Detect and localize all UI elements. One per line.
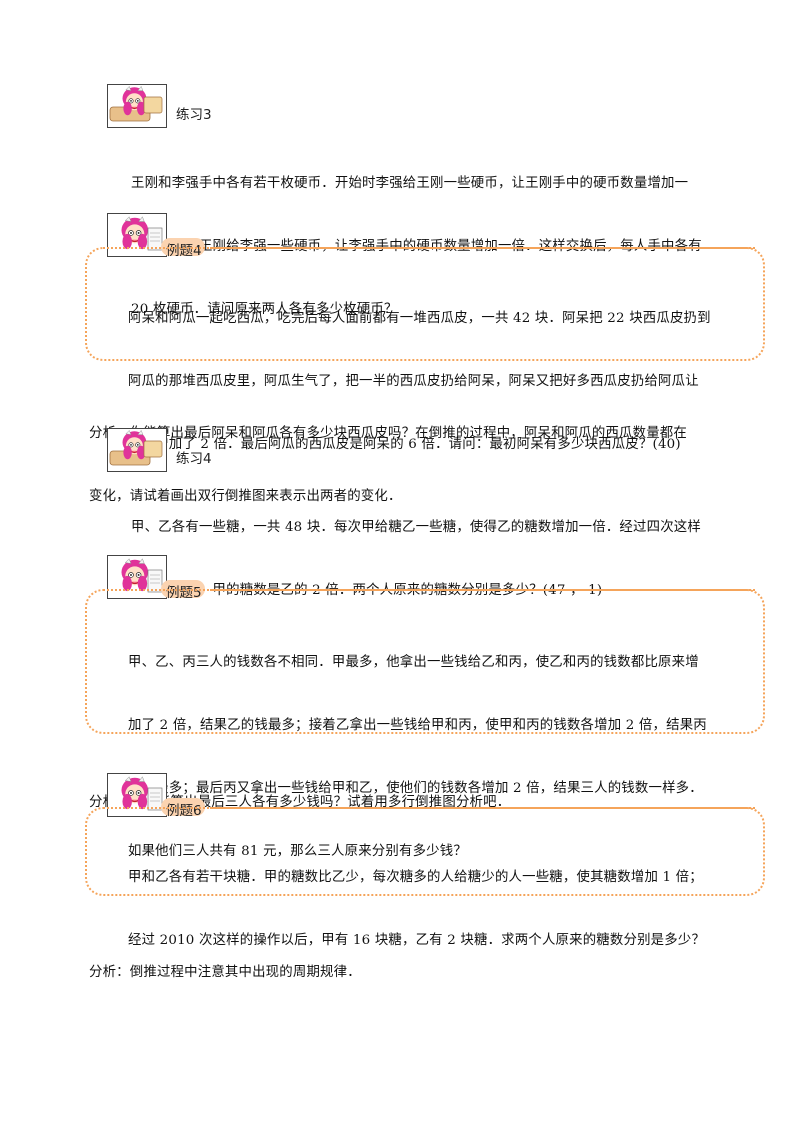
example-5-text: 甲、乙、丙三人的钱数各不相同．甲最多，他拿出一些钱给乙和丙，使乙和丙的钱数都比原…	[128, 610, 707, 883]
girl-with-paper-icon	[107, 773, 167, 817]
practice-3-line: 20 枚硬币．请问原来两人各有多少枚硬币？	[131, 302, 398, 317]
practice-3-line: 王刚和李强手中各有若干枚硬币．开始时李强给王刚一些硬币，让王刚手中的硬币数量增加…	[131, 176, 689, 191]
example-4-line: 阿瓜的那堆西瓜皮里，阿瓜生气了，把一半的西瓜皮扔给阿呆，阿呆又把好多西瓜皮扔给阿…	[128, 374, 699, 389]
example-6-text: 甲和乙各有若干块糖．甲的糖数比乙少，每次糖多的人给糖少的人一些糖，使其糖数增加 …	[128, 825, 705, 972]
example-6-analysis: 分析：倒推过程中注意其中出现的周期规律．	[89, 920, 361, 1004]
example-5-line: 如果他们三人共有 81 元，那么三人原来分别有多少钱？	[128, 844, 467, 859]
girl-with-scroll-icon	[107, 428, 167, 472]
example-4-line: 阿瓜增加了 2 倍．最后阿瓜的西瓜皮是阿呆的 6 倍．请问：最初阿呆有多少块西瓜…	[128, 437, 681, 452]
example-6-line: 甲和乙各有若干块糖．甲的糖数比乙少，每次糖多的人给糖少的人一些糖，使其糖数增加 …	[128, 870, 703, 885]
girl-with-paper-icon	[107, 213, 167, 257]
practice-4-line: 甲、乙各有一些糖，一共 48 块．每次甲给糖乙一些糖，使得乙的糖数增加一倍．经过…	[131, 520, 701, 535]
analysis-line: 分析：你能算出最后阿呆和阿瓜各有多少块西瓜皮吗？在倒推的过程中，阿呆和阿瓜的西瓜…	[89, 426, 687, 441]
girl-with-scroll-icon	[107, 84, 167, 128]
example-6-line: 经过 2010 次这样的操作以后，甲有 16 块糖，乙有 2 块糖．求两个人原来…	[128, 933, 706, 948]
girl-with-paper-icon	[107, 555, 167, 599]
example-4-line: 阿呆和阿瓜一起吃西瓜，吃完后每人面前都有一堆西瓜皮，一共 42 块．阿呆把 22…	[128, 311, 711, 326]
practice-4-label: 练习4	[176, 451, 212, 467]
example-5-box	[85, 589, 765, 734]
example-6-box	[85, 807, 765, 896]
example-5-line: 加了 2 倍，结果乙的钱最多；接着乙拿出一些钱给甲和丙，使甲和丙的钱数各增加 2…	[128, 718, 707, 733]
analysis-line: 分析：倒推过程中注意其中出现的周期规律．	[89, 965, 361, 980]
example-4-text: 阿呆和阿瓜一起吃西瓜，吃完后每人面前都有一堆西瓜皮，一共 42 块．阿呆把 22…	[128, 266, 711, 476]
practice-3-line: 倍；然后，王刚给李强一些硬币，让李强手中的硬币数量增加一倍．这样交换后，每人手中…	[131, 239, 702, 254]
example-5-line: 的钱最多；最后丙又拿出一些钱给甲和乙，使他们的钱数各增加 2 倍，结果三人的钱数…	[128, 781, 703, 796]
example-4-analysis: 分析：你能算出最后阿呆和阿瓜各有多少块西瓜皮吗？在倒推的过程中，阿呆和阿瓜的西瓜…	[89, 381, 687, 528]
practice-3-label: 练习3	[176, 107, 212, 123]
practice-3-text: 王刚和李强手中各有若干枚硬币．开始时李强给王刚一些硬币，让王刚手中的硬币数量增加…	[131, 131, 702, 341]
example-5-line: 甲、乙、丙三人的钱数各不相同．甲最多，他拿出一些钱给乙和丙，使乙和丙的钱数都比原…	[128, 655, 699, 670]
example-4-box	[85, 247, 765, 361]
analysis-line: 变化，请试着画出双行倒推图来表示出两者的变化．	[89, 489, 402, 504]
